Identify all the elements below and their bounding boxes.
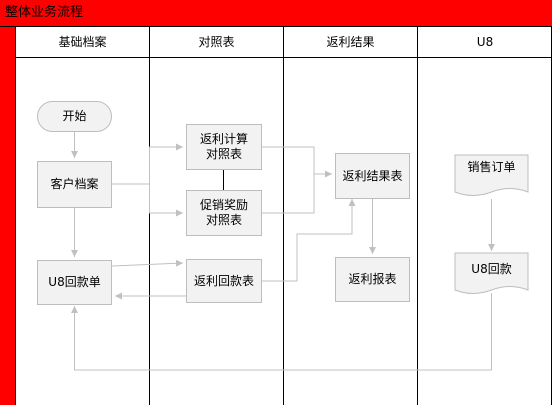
edge-u8-payment-to-u8form: [71, 293, 492, 371]
edge-customer-to-rebate-calc: [112, 143, 183, 185]
lane-header-rebate-result: 返利结果: [326, 35, 375, 49]
edge-customer-to-promo: [149, 184, 183, 217]
title-bar: 整体业务流程: [0, 0, 552, 27]
lane-header-u8: U8: [476, 35, 494, 49]
diagram-title: 整体业务流程: [5, 5, 84, 20]
edge-rebate-calc-to-result: [262, 146, 332, 178]
lane-header-basic-archive: 基础档案: [58, 35, 107, 49]
customer-archive-node: 客户档案: [37, 161, 112, 208]
rebate-payment-table-node: 返利回款表: [186, 259, 262, 303]
edge-u8form-to-rebate-payment: [111, 259, 184, 267]
start-node: 开始: [37, 101, 112, 132]
sales-order-shape: [454, 154, 529, 196]
sales-order-label: 销售订单: [467, 160, 516, 174]
edge-promo-to-result: [262, 174, 315, 214]
rebate-report-node: 返利报表: [335, 257, 410, 302]
edge-rebate-payment-to-result: [262, 199, 356, 282]
left-band: [0, 27, 15, 405]
promo-reward-table-node: 促销奖励 对照表: [186, 190, 262, 236]
rebate-result-table-node: 返利结果表: [335, 153, 410, 199]
lane-grid: [15, 27, 552, 405]
lane-header-mapping-table: 对照表: [198, 35, 235, 49]
rebate-calc-table-node: 返利计算 对照表: [186, 124, 262, 170]
u8-payment-label: U8回款: [471, 262, 512, 276]
u8-payment-shape: [454, 252, 529, 294]
u8-payment-form-node: U8回款单: [37, 260, 112, 305]
